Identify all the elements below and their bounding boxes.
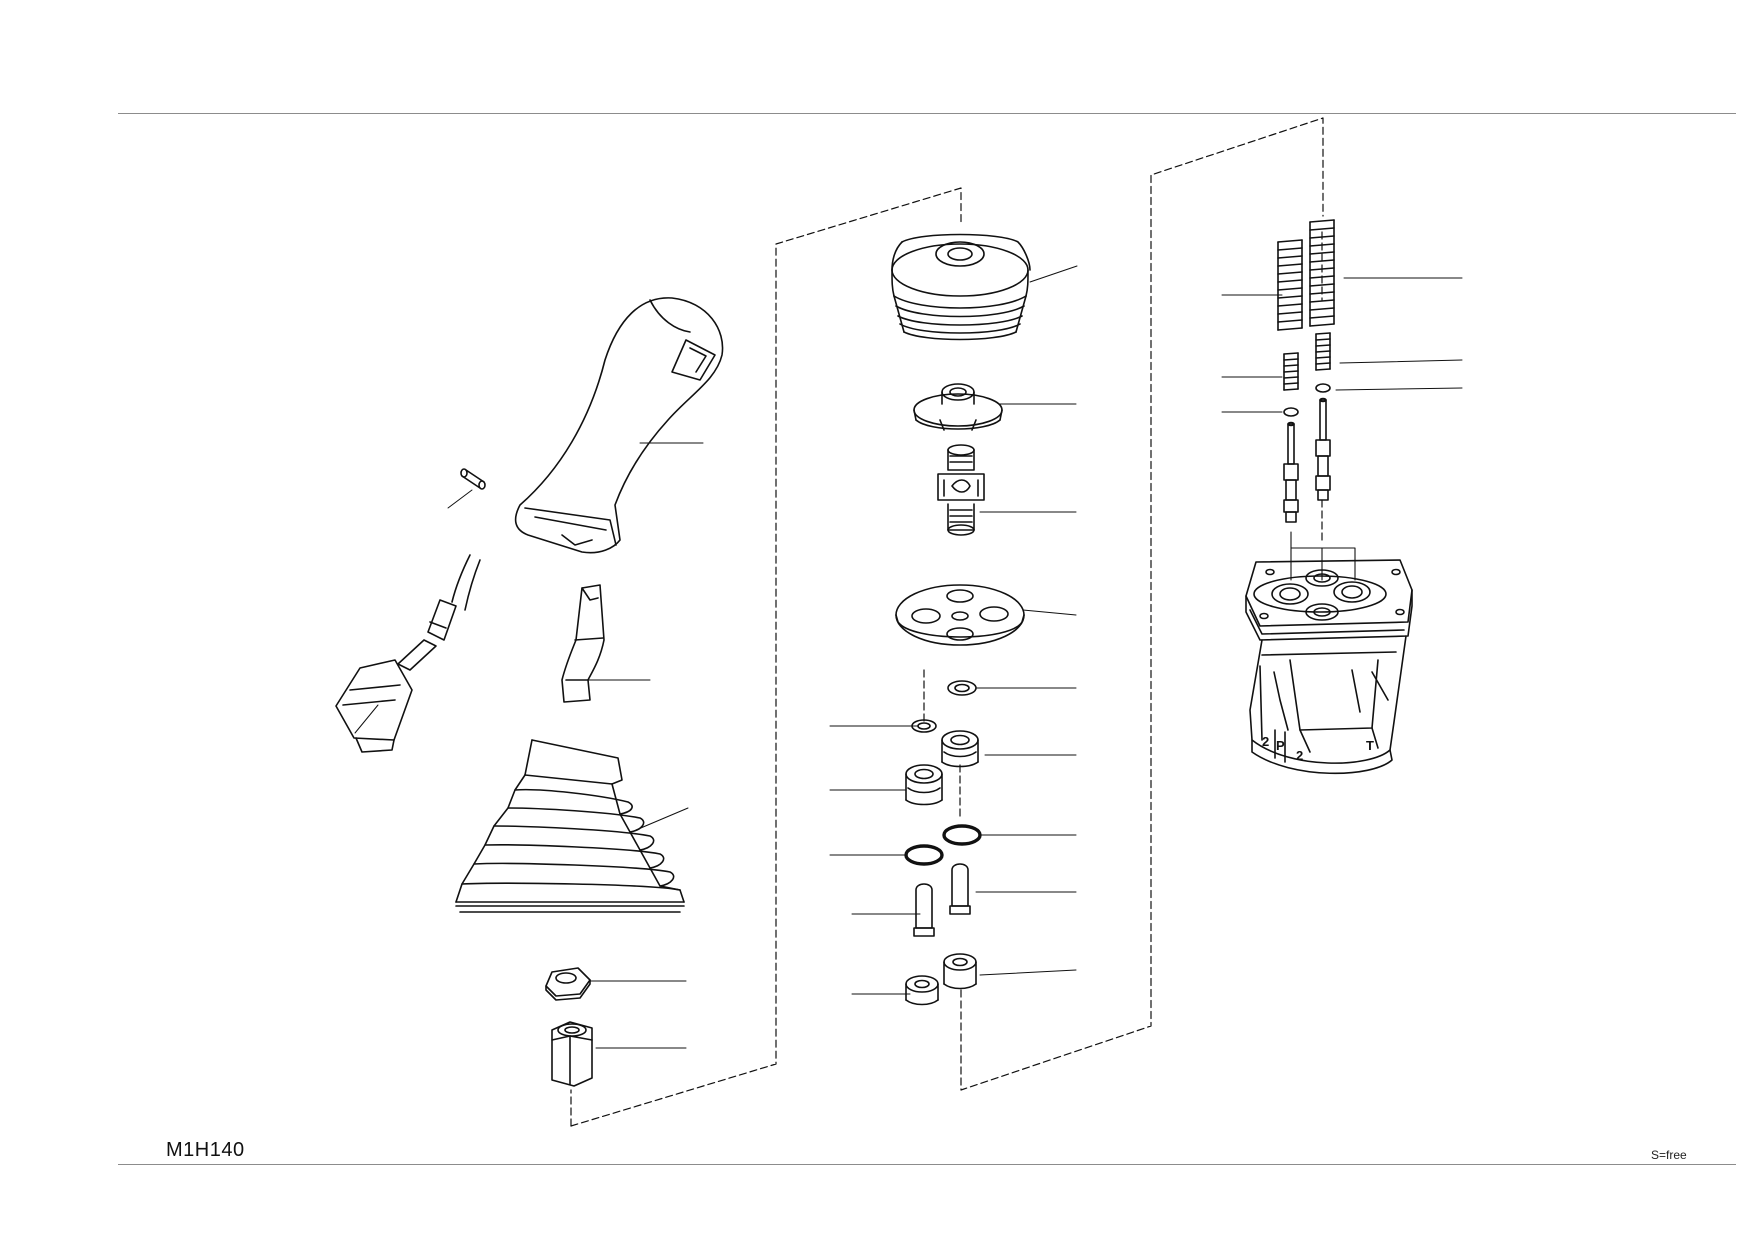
push-plate <box>896 585 1024 645</box>
rubber-boot <box>456 740 684 912</box>
leader-plate <box>1022 609 1077 616</box>
return-spring-left <box>1278 240 1302 330</box>
hex-lock-nut <box>546 968 590 1000</box>
seal-cartridge-right <box>942 731 978 767</box>
inner-spring-right <box>1316 333 1330 370</box>
leader-boot <box>635 807 689 831</box>
top-border-rule <box>118 113 1736 114</box>
adjusting-nut-left <box>906 976 938 1005</box>
assembly-frames <box>570 117 1324 1127</box>
roll-pin <box>461 469 485 489</box>
bearing-cap <box>914 384 1002 430</box>
joystick-handle-grip <box>516 298 723 553</box>
bottom-border-rule <box>118 1164 1736 1165</box>
inner-spring-left <box>1284 353 1298 390</box>
o-ring-right <box>944 826 980 844</box>
leader-lines <box>354 265 1463 1049</box>
return-spring-right <box>1310 220 1334 326</box>
valve-housing <box>1246 560 1412 773</box>
seal-cartridge-left <box>906 765 942 805</box>
drawing-code: M1H140 <box>166 1139 245 1161</box>
leader-dome <box>1029 265 1078 283</box>
trigger-switch <box>562 585 604 702</box>
frame-left <box>570 187 962 1127</box>
control-spool-left <box>1284 423 1298 523</box>
electrical-connector-harness <box>336 555 480 752</box>
washer-right <box>948 681 976 695</box>
port-label-p: P <box>1276 738 1285 753</box>
o-ring-left <box>906 846 942 864</box>
shim-left <box>1284 408 1298 416</box>
shim-right <box>1316 384 1330 392</box>
frame-right <box>960 117 1324 1091</box>
plunger-left <box>914 884 934 936</box>
scale-note: S=free <box>1651 1148 1687 1162</box>
dust-cover-dome <box>892 235 1030 340</box>
leader-nut-right <box>979 969 1077 976</box>
port-label-b: 2 <box>1296 748 1303 763</box>
universal-joint <box>938 445 984 535</box>
plunger-right <box>950 864 970 914</box>
port-label-a: 2 <box>1262 734 1269 749</box>
leader-connector <box>354 704 379 734</box>
threaded-coupler <box>552 1022 592 1086</box>
leader-inner-spring-right <box>1339 359 1463 364</box>
washer-left <box>912 720 936 732</box>
control-spool-right <box>1316 399 1330 501</box>
housing-port-labels: 2 P 2 T <box>1262 734 1374 763</box>
adjusting-nut-right <box>944 954 976 989</box>
port-label-t: T <box>1366 738 1374 753</box>
leader-pin <box>447 489 473 509</box>
leader-shim-right <box>1335 387 1463 391</box>
port-indicator-bracket <box>1291 532 1355 580</box>
